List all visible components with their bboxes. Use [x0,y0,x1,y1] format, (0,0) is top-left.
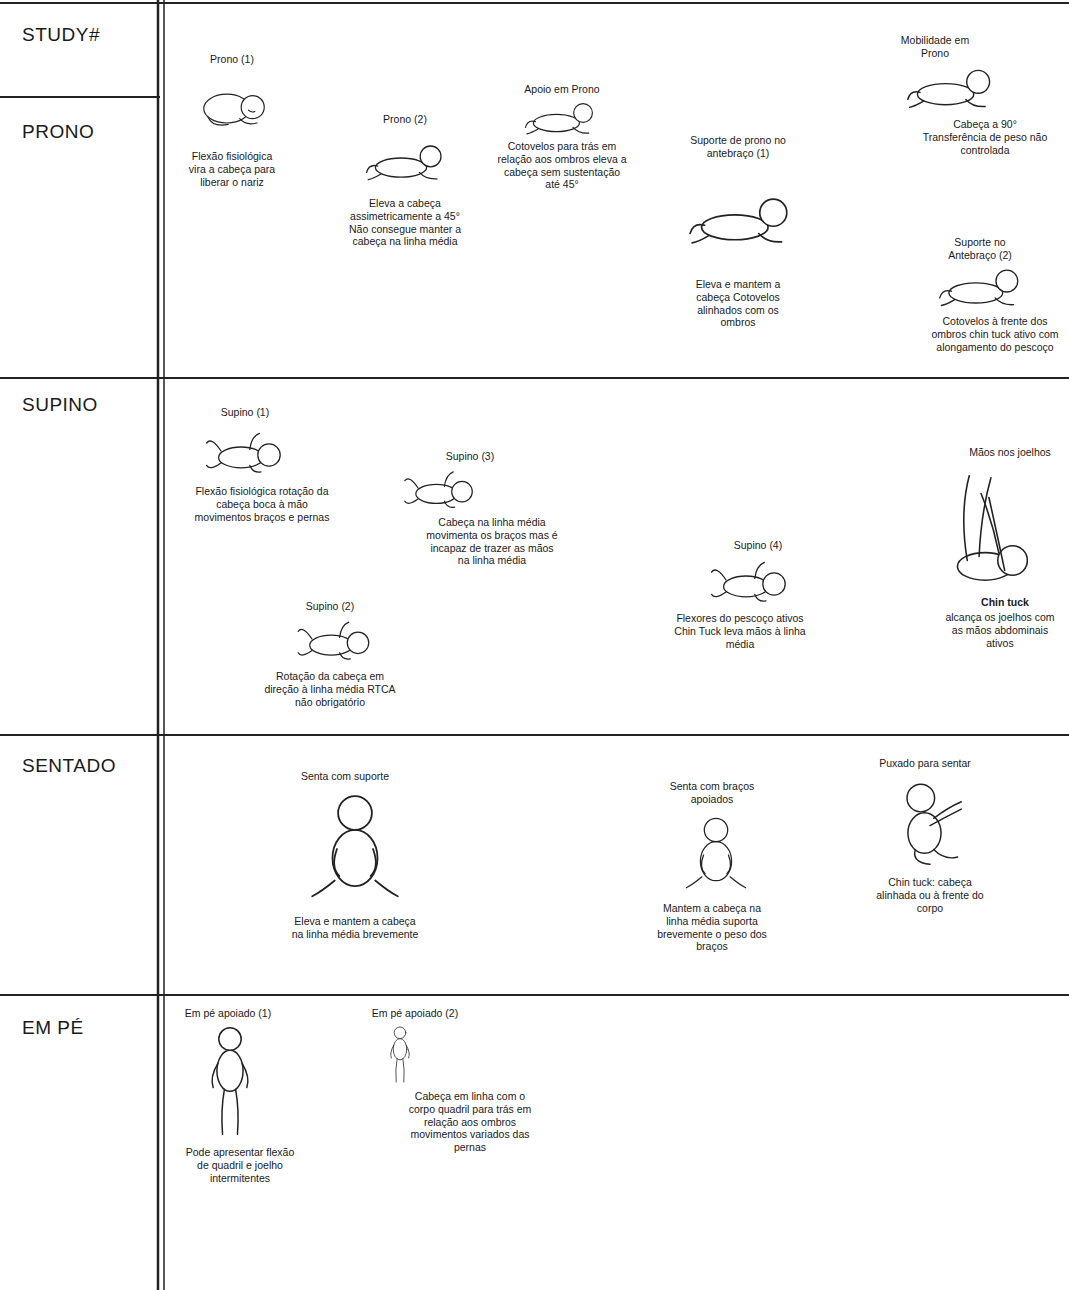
table-rule [163,0,165,1290]
stage-title: Senta com braços apoiados [667,780,757,806]
stage-caption: Flexão fisiológica rotação da cabeça boc… [191,485,333,523]
stage-title: Senta com suporte [285,770,405,783]
stage-caption: Flexão fisiológica vira a cabeça para li… [186,150,278,188]
row-header-band: EM PÉ [0,997,156,1289]
baby-figure [690,199,787,243]
baby-figure [907,784,961,864]
stage-caption: Rotação da cabeça em direção à linha méd… [261,670,399,708]
baby-figure [204,94,264,125]
stage-caption: Cabeça a 90° Transferência de peso não c… [920,118,1050,156]
stage-caption: Cabeça em linha com o corpo quadril para… [404,1090,536,1154]
baby-figure [957,476,1027,580]
baby-figure [405,472,472,507]
stage-caption: Flexores do pescoço ativos Chin Tuck lev… [671,612,809,650]
caption-heading: Chin tuck [955,596,1055,609]
stage-title: Supino (3) [430,450,510,463]
stage-title: Puxado para sentar [865,757,985,770]
stage-title: Prono (1) [192,53,272,66]
stage-title: Prono (2) [365,113,445,126]
row-header-band: STUDY# [0,4,156,96]
baby-figure [298,622,369,659]
table-rule [0,734,1069,736]
baby-figure [212,1028,248,1134]
table-rule [0,994,1069,996]
stage-caption: Cotovelos à frente dos ombros chin tuck … [929,315,1061,353]
stage-caption: Cabeça na linha média movimenta os braço… [426,516,558,567]
baby-figure [207,433,281,472]
stage-caption: Mantem a cabeça na linha média suporta b… [651,902,773,953]
stage-caption: Chin tuck: cabeça alinhada ou à frente d… [869,876,991,914]
stage-title: Supino (4) [718,539,798,552]
table-rule [157,0,160,1290]
baby-figure [908,70,990,107]
stage-caption: alcança os joelhos com as mãos abdominai… [939,611,1061,649]
table-rule [0,96,160,98]
stage-title: Mobilidade em Prono [889,34,981,60]
baby-figure [525,104,592,134]
row-header-band: SENTADO [0,737,156,994]
stage-caption: Pode apresentar flexão de quadril e joel… [179,1146,301,1184]
stage-caption: Eleva e mantem a cabeça Cotovelos alinha… [682,278,794,329]
baby-figure [940,270,1018,305]
stage-caption: Eleva a cabeça assimetricamente a 45° Nã… [341,197,469,248]
row-header-band: PRONO [0,99,156,377]
row-header: STUDY# [22,24,156,46]
stage-title: Suporte de prono no antebraço (1) [688,134,788,160]
stage-caption: Cotovelos para trás em relação aos ombro… [496,140,628,191]
row-header: SENTADO [22,755,156,777]
baby-figure [686,818,745,887]
row-header-band: SUPINO [0,380,156,734]
baby-figure [312,796,398,896]
baby-figure [391,1027,410,1082]
baby-figure [712,562,786,601]
table-rule [0,377,1069,379]
row-header: SUPINO [22,394,156,416]
stage-title: Em pé apoiado (1) [168,1007,288,1020]
baby-figure [367,146,441,180]
table-rule [0,2,1069,4]
stage-title: Suporte no Antebraço (2) [938,236,1022,262]
stage-title: Em pé apoiado (2) [355,1007,475,1020]
stage-caption: Eleva e mantem a cabeça na linha média b… [289,915,421,941]
row-header: PRONO [22,121,156,143]
row-header: EM PÉ [22,1017,156,1039]
stage-title: Mãos nos joelhos [960,446,1060,459]
stage-title: Apoio em Prono [512,83,612,96]
stage-title: Supino (1) [205,406,285,419]
stage-title: Supino (2) [290,600,370,613]
